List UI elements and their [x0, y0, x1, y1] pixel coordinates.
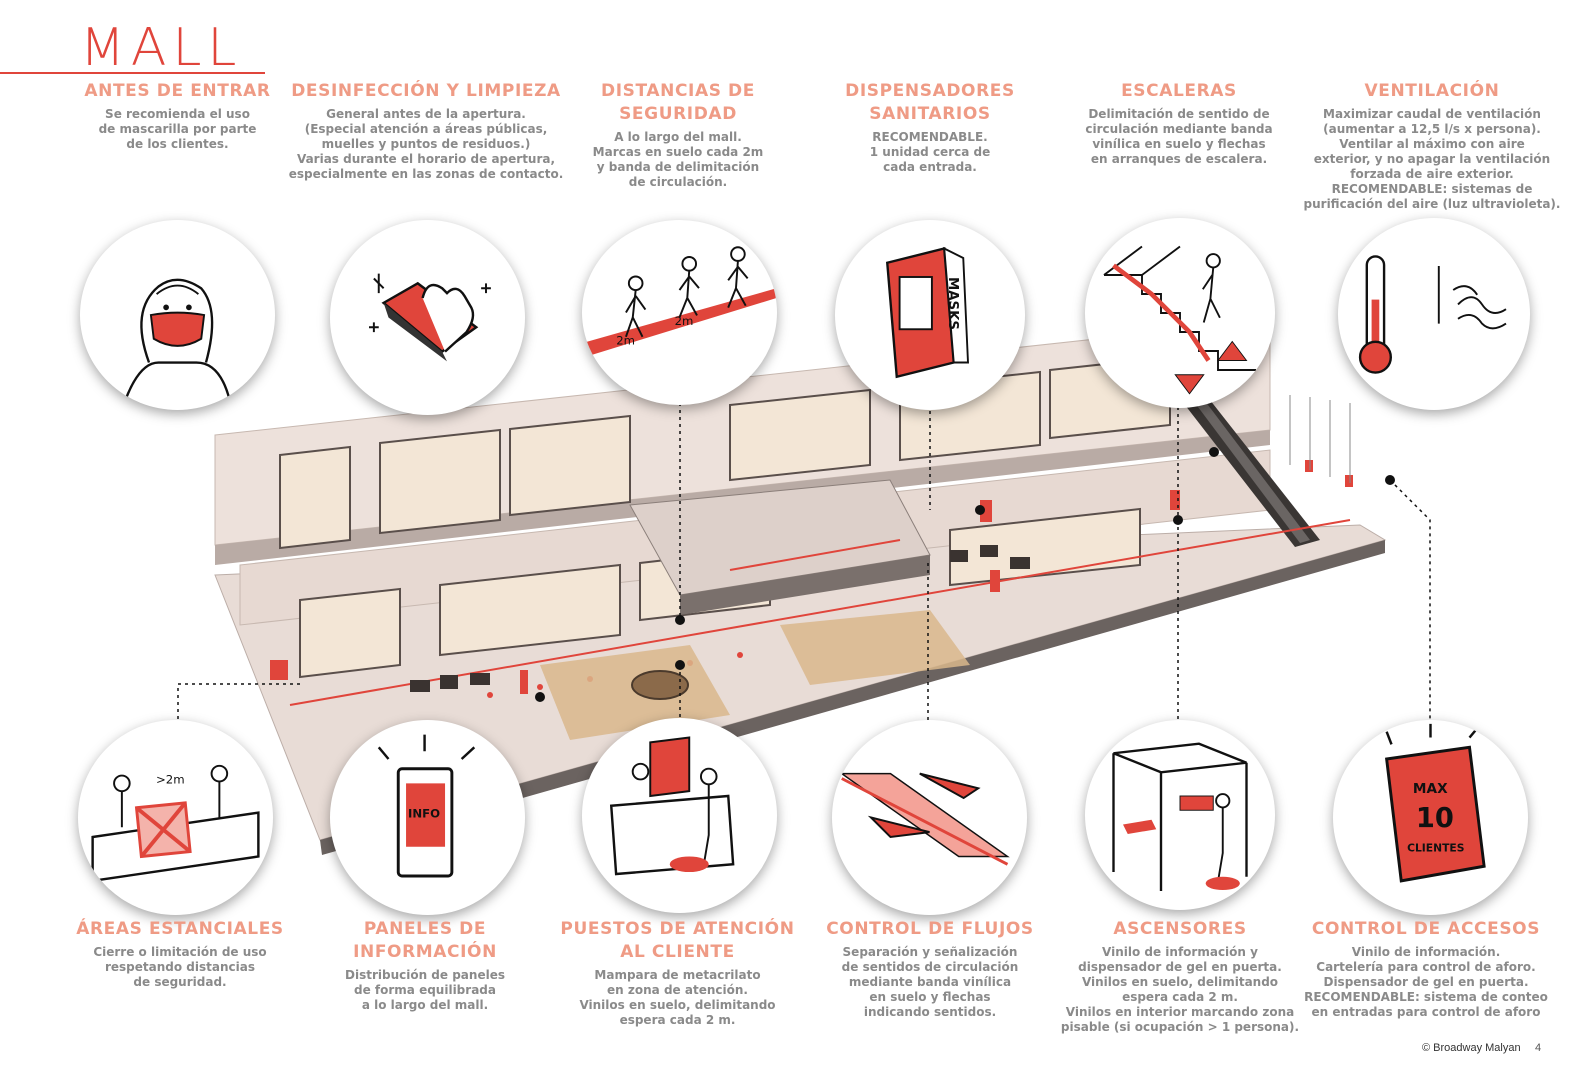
distance-illustration-circle: 2m 2m — [582, 220, 777, 405]
fountain — [631, 670, 689, 700]
thermometer-icon — [1358, 255, 1507, 374]
bridge-line — [729, 539, 901, 571]
cleaning-hand-icon — [369, 273, 491, 362]
section-heading: ANTES DE ENTRAR — [84, 81, 271, 101]
cleaning-illustration-circle — [330, 220, 525, 415]
section-description: A lo largo del mall.Marcas en suelo cada… — [592, 130, 764, 189]
wood-patch — [780, 610, 970, 685]
slab-edge — [320, 540, 1385, 855]
distance-label: 2m — [616, 334, 635, 348]
distance-label: >2m — [156, 772, 185, 786]
page-number: 4 — [1535, 1042, 1542, 1054]
section-ventilacion: VENTILACIÓN Maximizar caudal de ventilac… — [1298, 80, 1566, 212]
masks-label: MASKS — [945, 277, 960, 330]
max-number-label: 10 — [1416, 803, 1454, 834]
seating-area — [410, 545, 1030, 692]
copyright-text: © Broadway Malyan — [1422, 1042, 1521, 1054]
people-distance-icon: 2m 2m — [587, 246, 777, 357]
elevator-icon — [1112, 742, 1248, 891]
seating-illustration-circle: >2m — [78, 720, 273, 915]
section-description: Maximizar caudal de ventilación(aumentar… — [1303, 107, 1561, 211]
ventilation-illustration-circle — [1338, 218, 1530, 410]
info-panel-illustration-circle: INFO — [330, 720, 525, 915]
flow-arrows-icon — [839, 772, 1010, 866]
railings — [1289, 395, 1351, 483]
section-heading: ÁREAS ESTANCIALES — [76, 919, 284, 939]
counter-illustration-circle — [582, 718, 777, 913]
section-heading: ASCENSORES — [1113, 919, 1247, 939]
escalator-steps — [1195, 401, 1310, 543]
service-counter-icon — [609, 736, 735, 876]
flow-control-illustration-circle — [832, 720, 1027, 915]
title-block: MALL — [0, 20, 270, 80]
section-heading: VENTILACIÓN — [1364, 81, 1500, 101]
floor-line — [289, 519, 1351, 706]
access-control-illustration-circle: MAX 10 CLIENTES — [1333, 720, 1528, 915]
distance-label: 2m — [675, 314, 694, 328]
title-underline — [0, 72, 265, 74]
elevator-illustration-circle — [1085, 720, 1275, 910]
clientes-label: CLIENTES — [1407, 842, 1464, 855]
mask-illustration-circle — [80, 220, 275, 410]
face-mask-icon — [124, 278, 231, 401]
section-desinfeccion: DESINFECCIÓN Y LIMPIEZA General antes de… — [280, 80, 572, 182]
stairs-illustration-circle — [1085, 218, 1275, 408]
access-sign-icon: MAX 10 CLIENTES — [1385, 723, 1486, 883]
stairs-arrows-icon — [1103, 245, 1256, 395]
section-heading: DESINFECCIÓN Y LIMPIEZA — [291, 81, 561, 101]
masks-dispenser-icon: MASKS — [885, 246, 969, 379]
section-description: General antes de la apertura.(Especial a… — [288, 107, 564, 181]
max-label: MAX — [1413, 781, 1448, 797]
section-areas-estanciales: ÁREAS ESTANCIALES Cierre o limitación de… — [60, 918, 300, 990]
sofa-distance-icon: >2m — [91, 764, 260, 883]
dispenser-illustration-circle: MASKS — [835, 220, 1025, 410]
section-description: Vinilo de información.Cartelería para co… — [1304, 945, 1548, 1019]
info-panel-icon: INFO — [377, 734, 476, 878]
section-heading: CONTROL DE ACCESOS — [1311, 919, 1541, 939]
info-label: INFO — [408, 807, 440, 821]
page-title: MALL — [80, 18, 243, 78]
section-heading: ESCALERAS — [1121, 81, 1237, 101]
section-control-accesos: CONTROL DE ACCESOS Vinilo de información… — [1300, 918, 1552, 1020]
bridge-edge — [680, 555, 930, 615]
dispensers — [270, 460, 1353, 694]
section-heading: CONTROL DE FLUJOS — [826, 919, 1034, 939]
section-control-flujos: CONTROL DE FLUJOS Separación y señalizac… — [815, 918, 1045, 1020]
